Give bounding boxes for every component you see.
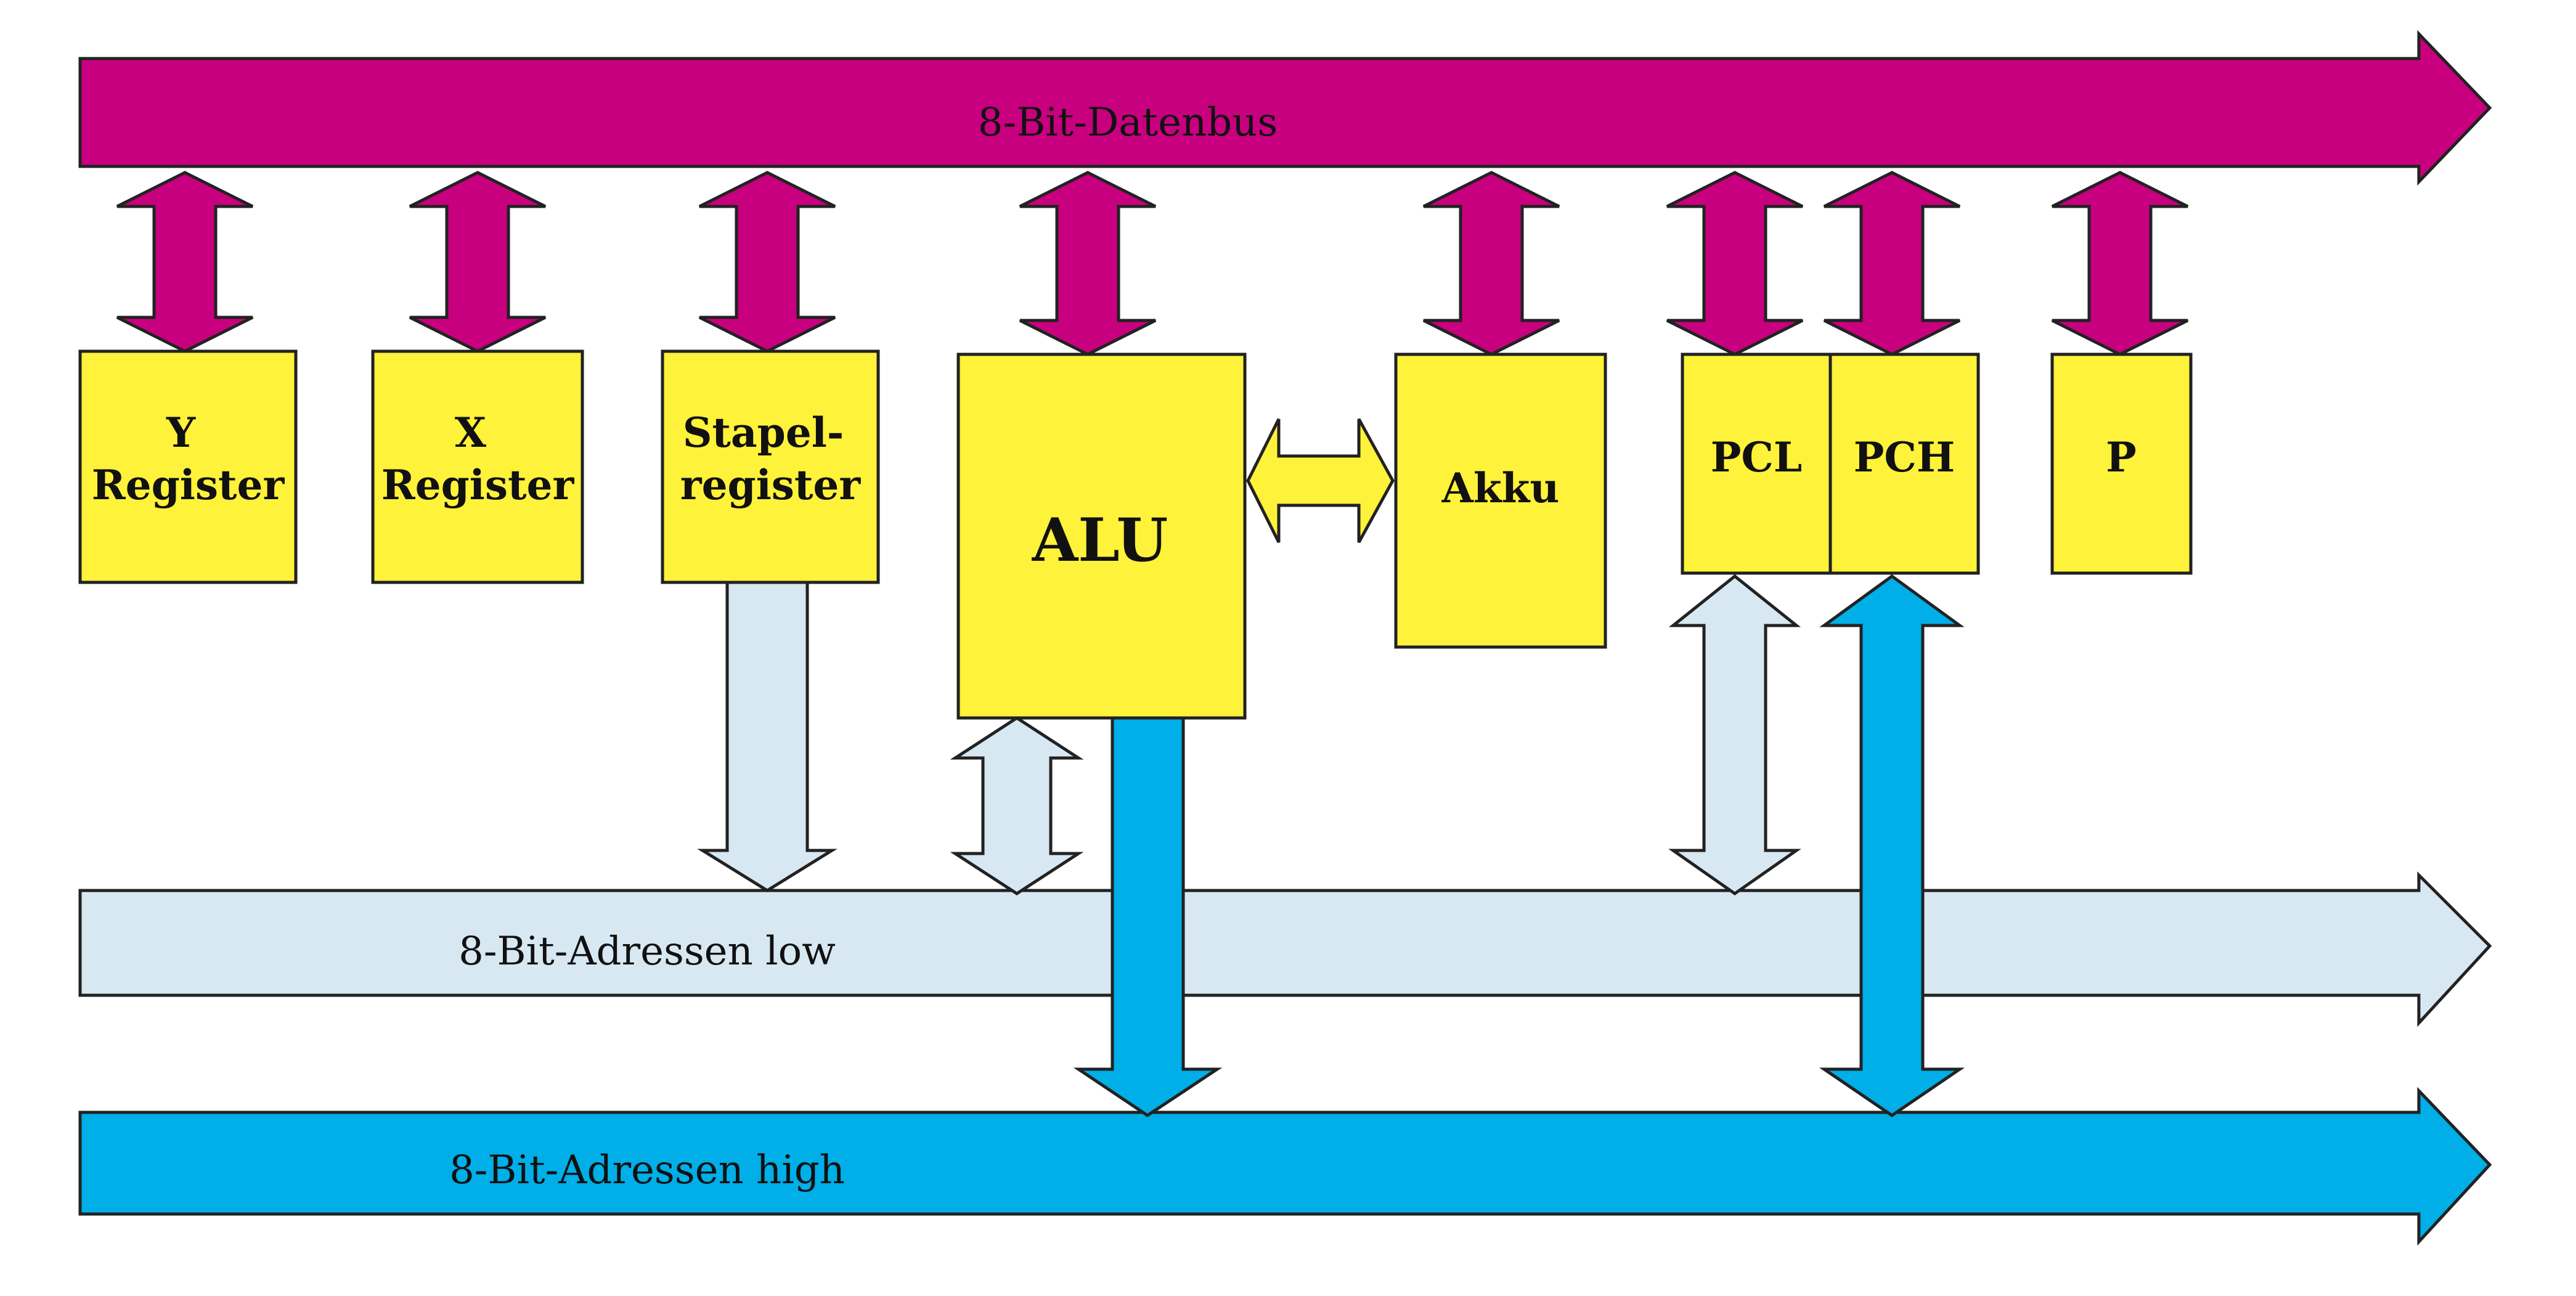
p-register-box [2050, 353, 2193, 575]
address-low-bus-label: 8-Bit-Adressen low [459, 929, 836, 974]
y-register-label: Y Register [92, 409, 285, 509]
address-high-bus-arrow [78, 1086, 2492, 1246]
pcl-register-label: PCL [1711, 433, 1803, 481]
pch-data-arrow [1823, 171, 1961, 356]
data-bus: 8-Bit-Datenbus [78, 30, 2492, 186]
stack-register-address-low-arrow [697, 581, 838, 892]
stack-register: Stapel- register [661, 349, 880, 584]
alu: ALU [956, 353, 1247, 720]
y-register-box [78, 349, 298, 584]
stack-register-data-arrow [698, 171, 836, 353]
p-register-data-arrow [2051, 171, 2189, 356]
data-bus-connectors [116, 171, 2189, 356]
p-register-label: P [2106, 433, 2137, 481]
akku: Akku [1394, 353, 1607, 649]
p-register: P [2050, 353, 2193, 575]
pcl-data-arrow [1666, 171, 1804, 356]
akku-label: Akku [1441, 464, 1560, 512]
y-register-data-arrow [116, 171, 254, 353]
address-connectors [697, 574, 1965, 1118]
x-register-label: X Register [381, 409, 575, 509]
x-register-data-arrow [409, 171, 547, 353]
stack-register-box [661, 349, 880, 584]
pch-address-high-arrow [1819, 574, 1965, 1118]
data-bus-label: 8-Bit-Datenbus [978, 100, 1278, 145]
pch-register-box [1828, 353, 1980, 575]
pch-register-label: PCH [1854, 433, 1955, 481]
stack-register-label: Stapel- register [680, 409, 862, 509]
x-register: X Register [371, 349, 584, 584]
address-high-bus: 8-Bit-Adressen high [78, 1086, 2492, 1246]
pcl-register: PCL [1681, 353, 1832, 575]
address-high-bus-label: 8-Bit-Adressen high [449, 1147, 845, 1193]
pch-register: PCH [1828, 353, 1980, 575]
alu-data-arrow [1019, 171, 1157, 356]
alu-address-low-arrow [950, 716, 1084, 895]
pcl-address-low-arrow [1668, 574, 1801, 896]
x-register-box [371, 349, 584, 584]
akku-box [1394, 353, 1607, 649]
data-bus-arrow [78, 30, 2492, 186]
y-register: Y Register [78, 349, 298, 584]
alu-address-high-arrow [1073, 716, 1223, 1118]
alu-akku-arrow [1246, 418, 1395, 544]
address-low-bus: 8-Bit-Adressen low [78, 871, 2492, 1027]
alu-label: ALU [1032, 505, 1168, 575]
alu-box [956, 353, 1247, 720]
akku-data-arrow [1422, 171, 1560, 356]
address-low-bus-arrow [78, 871, 2492, 1027]
